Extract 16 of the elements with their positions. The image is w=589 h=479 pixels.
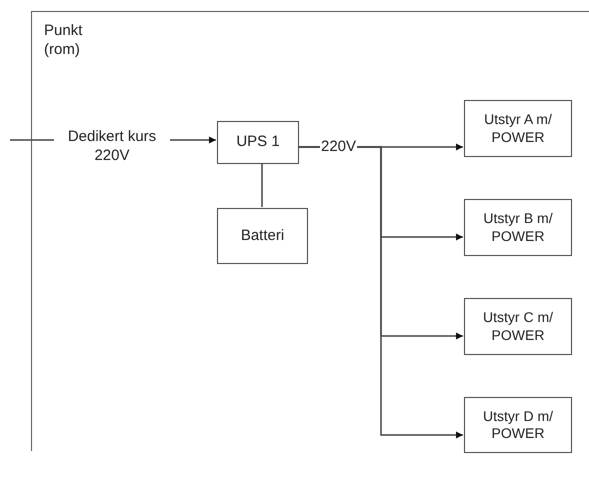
node-label: Batteri: [240, 226, 284, 246]
block-box: [464, 298, 572, 355]
node-label: Utstyr D m/ POWER: [482, 408, 554, 442]
node-label: Utstyr B m/ POWER: [482, 210, 554, 245]
arrow: [298, 146, 463, 438]
node-label: Utstyr C m/ POWER: [482, 309, 554, 344]
node-label: Punkt (rom): [44, 22, 84, 60]
connector-line: [261, 163, 263, 207]
block-box: [464, 199, 572, 256]
node-label: UPS 1: [236, 133, 280, 152]
block-box: [464, 397, 572, 453]
room-frame: [31, 11, 589, 451]
block-box: [217, 208, 308, 264]
block-box: [217, 121, 299, 164]
node-label: Utstyr A m/ POWER: [483, 111, 553, 146]
block-box: [464, 100, 572, 157]
